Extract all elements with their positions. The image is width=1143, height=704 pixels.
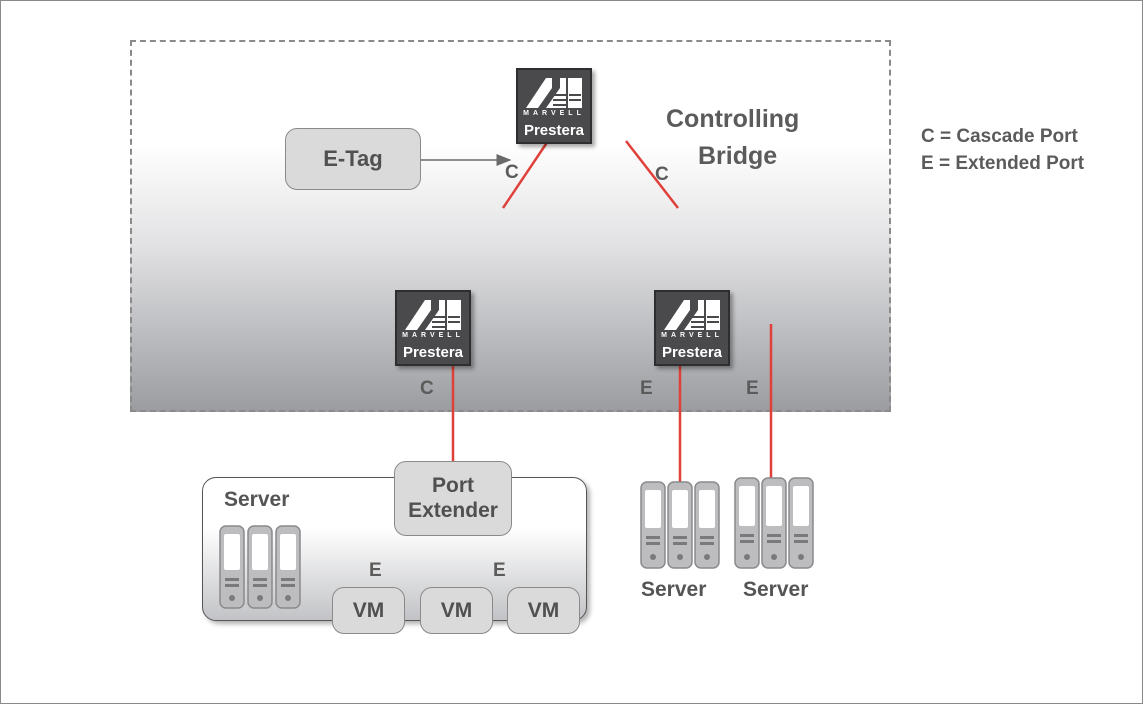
switch-left: MARVELL Prestera bbox=[395, 290, 471, 366]
server-rack-icon bbox=[219, 525, 301, 609]
switch-brand-label: MARVELL bbox=[402, 332, 464, 339]
switch-root: MARVELL Prestera bbox=[516, 68, 592, 144]
etag-box: E-Tag bbox=[285, 128, 421, 190]
marvell-logo-icon bbox=[526, 78, 582, 108]
link-root-to-right-switch bbox=[625, 140, 679, 209]
port-extender-label-line1: Port bbox=[432, 474, 474, 498]
server-rack-icon bbox=[640, 481, 720, 569]
port-label-e-vm-left: E bbox=[369, 560, 382, 581]
marvell-logo-icon bbox=[405, 300, 461, 330]
port-label-e-right-2: E bbox=[746, 378, 759, 399]
switch-model-label: Prestera bbox=[523, 122, 585, 139]
switch-brand-label: MARVELL bbox=[661, 332, 723, 339]
legend-cascade-port: C = Cascade Port bbox=[921, 126, 1078, 147]
switch-model-label: Prestera bbox=[661, 344, 723, 361]
port-label-c-top-right: C bbox=[655, 164, 669, 185]
port-label-e-right-1: E bbox=[640, 378, 653, 399]
server-card-label: Server bbox=[224, 488, 290, 511]
controlling-bridge-dashed-border bbox=[130, 40, 891, 412]
controlling-bridge-zone bbox=[130, 40, 891, 412]
port-label-e-vm-right: E bbox=[493, 560, 506, 581]
standalone-server-label-1: Server bbox=[641, 578, 707, 601]
vm-box-2: VM bbox=[420, 587, 493, 634]
port-extender-label-line2: Extender bbox=[408, 498, 498, 522]
switch-right: MARVELL Prestera bbox=[654, 290, 730, 366]
port-extender-box: Port Extender bbox=[394, 461, 512, 536]
standalone-server-label-2: Server bbox=[743, 578, 809, 601]
switch-model-label: Prestera bbox=[402, 344, 464, 361]
controlling-bridge-label-line1: Controlling bbox=[666, 105, 800, 133]
legend-extended-port: E = Extended Port bbox=[921, 153, 1085, 174]
marvell-logo-icon bbox=[664, 300, 720, 330]
link-root-to-left-switch bbox=[501, 140, 550, 209]
switch-brand-label: MARVELL bbox=[523, 110, 585, 117]
vm-box-1: VM bbox=[332, 587, 405, 634]
server-rack-icon bbox=[734, 477, 814, 569]
port-label-c-top-left: C bbox=[505, 162, 519, 183]
port-label-c-lower: C bbox=[420, 378, 434, 399]
vm-box-3: VM bbox=[507, 587, 580, 634]
controlling-bridge-label-line2: Bridge bbox=[698, 142, 778, 170]
